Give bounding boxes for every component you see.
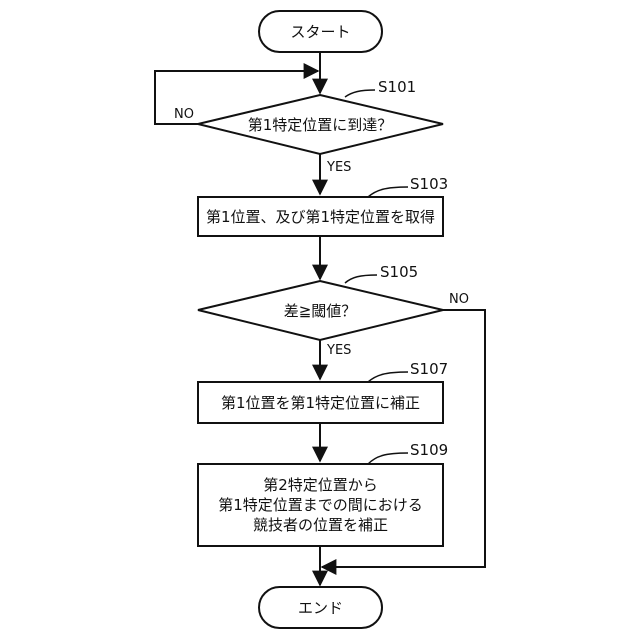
s107-leader xyxy=(368,372,408,382)
process-s109: 第2特定位置から 第1特定位置までの間における 競技者の位置を補正 xyxy=(198,464,443,546)
s109-leader xyxy=(368,453,408,464)
process-s109-text-line3: 競技者の位置を補正 xyxy=(253,516,388,534)
s103-leader xyxy=(368,187,408,197)
decision-s101: 第1特定位置に到達？ xyxy=(198,95,443,154)
step-label-s107: S107 xyxy=(410,360,448,378)
step-label-s103: S103 xyxy=(410,175,448,193)
step-label-s109: S109 xyxy=(410,441,448,459)
process-s103-text: 第1位置、及び第1特定位置を取得 xyxy=(206,208,435,226)
s105-leader xyxy=(345,275,377,283)
process-s107: 第1位置を第1特定位置に補正 xyxy=(198,382,443,423)
process-s103: 第1位置、及び第1特定位置を取得 xyxy=(198,197,443,236)
s101-yes-label: YES xyxy=(326,160,351,175)
s101-no-label: NO xyxy=(174,107,194,122)
step-label-s101: S101 xyxy=(378,78,416,96)
start-terminator: スタート xyxy=(259,11,382,52)
process-s109-text-line1: 第2特定位置から xyxy=(263,476,378,494)
s101-leader xyxy=(345,90,375,97)
decision-s105-text: 差≧閾値？ xyxy=(284,302,357,320)
step-label-s105: S105 xyxy=(380,263,418,281)
decision-s105: 差≧閾値？ xyxy=(198,281,443,340)
s105-no-label: NO xyxy=(449,292,469,307)
end-label: エンド xyxy=(298,599,343,617)
process-s107-text: 第1位置を第1特定位置に補正 xyxy=(221,394,420,412)
s105-yes-label: YES xyxy=(326,343,351,358)
start-label: スタート xyxy=(290,23,350,41)
end-terminator: エンド xyxy=(259,587,382,628)
decision-s101-text: 第1特定位置に到達？ xyxy=(248,116,393,134)
process-s109-text-line2: 第1特定位置までの間における xyxy=(218,496,423,514)
